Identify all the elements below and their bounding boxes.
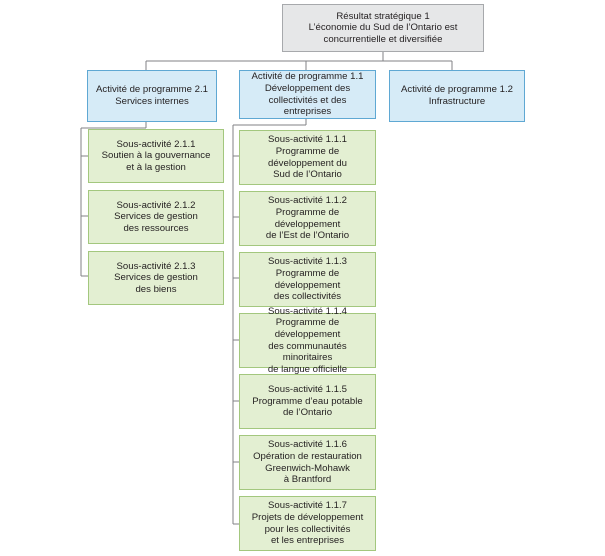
sub-activity-line: Programme de développement: [274, 317, 341, 340]
sub-activity-line: des ressources: [123, 222, 189, 234]
sub-activity-line: Programme de: [275, 267, 340, 279]
sub-activity-line: de l’Est de l’Ontario: [265, 230, 350, 242]
sub-activity-2-1-1-box: Sous-activité 2.1.1 Soutien à la gouvern…: [88, 129, 224, 183]
sub-activity-1-1-5-box: Sous-activité 1.1.5 Programme d’eau pota…: [239, 374, 376, 429]
sub-activity-1-1-4-box: Sous-activité 1.1.4 Programme de dévelop…: [239, 306, 376, 375]
sub-activity-1-1-1-box: Sous-activité 1.1.1 Programme de dévelop…: [239, 130, 376, 185]
sub-activity-line: Programme d’eau potable: [252, 395, 363, 407]
program-line: Infrastructure: [428, 96, 486, 107]
sub-activity-line: Sous-activité 1.1.6: [268, 439, 347, 451]
strategic-outcome-line: Résultat stratégique 1: [336, 10, 430, 22]
sub-activity-line: Sous-activité 1.1.2: [268, 195, 347, 207]
sub-activity-line: de l’Ontario: [282, 407, 333, 419]
sub-activity-line: Sous-activité 1.1.3: [268, 256, 347, 268]
sub-activity-line: Sous-activité 1.1.5: [268, 384, 347, 396]
sub-activity-line: Sous-activité 2.1.1: [116, 138, 196, 150]
program-activity-1-1-box: Activité de programme 1.1 Développement …: [239, 70, 376, 119]
sub-activity-line: des collectivités: [273, 291, 342, 303]
sub-activity-line: Programme de: [275, 145, 340, 157]
program-line: Activité de programme 1.1: [251, 71, 364, 83]
sub-activity-line: Sous-activité 1.1.1: [268, 134, 347, 146]
sub-activity-line: Sous-activité 1.1.4: [268, 305, 347, 317]
program-line: Activité de programme 1.2: [401, 84, 513, 96]
sub-activity-line: de langue officielle: [267, 363, 348, 375]
program-line: Développement des: [264, 82, 351, 94]
sub-activity-line: Projets de développement: [251, 511, 364, 523]
sub-activity-line: Sud de l’Ontario: [273, 169, 342, 181]
program-activity-2-1-box: Activité de programme 2.1 Services inter…: [87, 70, 217, 122]
sub-activity-line: Soutien à la gouvernance: [101, 150, 211, 162]
sub-activity-line: développement: [274, 279, 341, 291]
sub-activity-line: Sous-activité 2.1.3: [116, 260, 196, 272]
program-activity-1-2-box: Activité de programme 1.2 Infrastructure: [389, 70, 525, 122]
sub-activity-line: à Brantford: [283, 474, 332, 486]
sub-activity-2-1-2-box: Sous-activité 2.1.2 Services de gestion …: [88, 190, 224, 244]
program-line: Services internes: [115, 96, 189, 107]
sub-activity-line: des communautés minoritaires: [268, 340, 347, 364]
sub-activity-line: développement du: [268, 157, 347, 169]
strategic-outcome-line: L’économie du Sud de l’Ontario est: [308, 22, 458, 34]
program-line: collectivités et des entreprises: [268, 94, 347, 118]
sub-activity-line: développement: [274, 218, 341, 230]
sub-activity-line: pour les collectivités: [264, 523, 351, 535]
sub-activity-line: Greenwich-Mohawk: [265, 462, 350, 474]
sub-activity-line: Opération de restauration: [253, 450, 362, 462]
sub-activity-1-1-3-box: Sous-activité 1.1.3 Programme de dévelop…: [239, 252, 376, 307]
strategic-outcome-line: concurrentielle et diversifiée: [323, 33, 443, 45]
sub-activity-2-1-3-box: Sous-activité 2.1.3 Services de gestion …: [88, 251, 224, 305]
sub-activity-1-1-2-box: Sous-activité 1.1.2 Programme de dévelop…: [239, 191, 376, 246]
sub-activity-line: Services de gestion: [114, 211, 198, 223]
sub-activity-line: des biens: [135, 283, 177, 295]
sub-activity-line: et à la gestion: [126, 161, 186, 173]
sub-activity-line: Sous-activité 1.1.7: [268, 500, 347, 512]
sub-activity-line: Services de gestion: [114, 272, 198, 284]
sub-activity-line: Sous-activité 2.1.2: [116, 199, 196, 211]
strategic-outcome-box: Résultat stratégique 1 L’économie du Sud…: [282, 4, 484, 52]
sub-activity-1-1-6-box: Sous-activité 1.1.6 Opération de restaur…: [239, 435, 376, 490]
sub-activity-1-1-7-box: Sous-activité 1.1.7 Projets de développe…: [239, 496, 376, 551]
sub-activity-line: et les entreprises: [270, 535, 345, 547]
sub-activity-line: Programme de: [275, 206, 340, 218]
program-line: Activité de programme 2.1: [96, 84, 208, 96]
